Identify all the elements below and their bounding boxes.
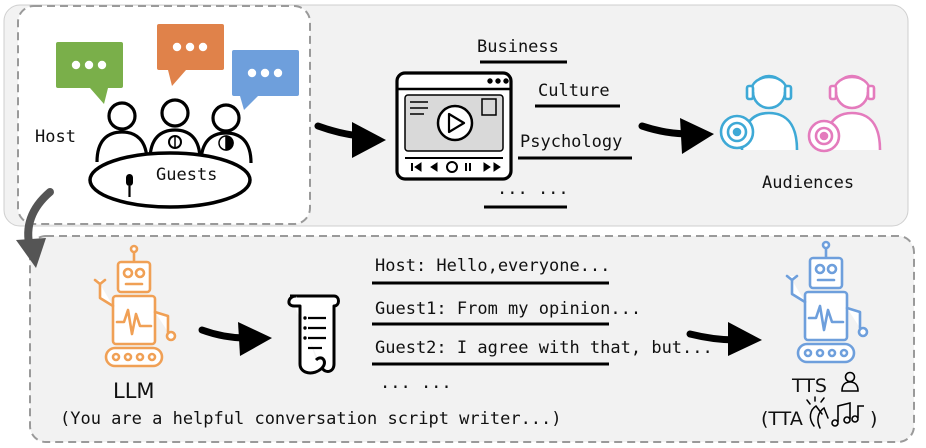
arrow-to-video	[314, 122, 386, 158]
script-line-host: Host: Hello,everyone...	[375, 256, 610, 276]
tta-label-close: )	[870, 408, 877, 430]
audience-blue-icon	[719, 74, 799, 151]
speech-bubble-icon	[56, 42, 123, 104]
speech-bubble-icon	[232, 50, 299, 110]
llm-label: LLM	[113, 379, 155, 403]
tta-label-open: (TTA	[761, 408, 803, 430]
llm-prompt: (You are a helpful conversation script w…	[60, 409, 562, 429]
music-note-icon	[831, 401, 864, 427]
person-icon	[841, 371, 859, 392]
clapping-hands-icon	[806, 396, 829, 429]
arrow-to-tts	[686, 322, 762, 356]
script-scroll-icon	[287, 294, 340, 375]
tts-robot-icon	[785, 240, 869, 364]
host-label: Host	[35, 127, 76, 147]
video-player-icon	[395, 71, 513, 181]
script-line-guest1: Guest1: From my opinion...	[375, 299, 641, 319]
topic-culture: Culture	[538, 81, 610, 101]
topic-psychology: Psychology	[520, 132, 622, 152]
microphone-icon	[126, 174, 133, 197]
arrow-to-audiences	[638, 118, 714, 154]
arrow-to-script	[198, 322, 272, 356]
arrow-down-to-llm	[16, 188, 54, 268]
tts-label: TTS	[791, 375, 827, 397]
topic-ellipsis: ... ...	[497, 179, 569, 199]
audiences-label: Audiences	[762, 173, 854, 193]
bottom-panel-box	[29, 235, 915, 443]
llm-robot-icon	[93, 244, 177, 368]
script-line-ellipsis: ... ...	[380, 373, 452, 393]
guests-label: Guests	[156, 165, 217, 185]
audience-pink-icon	[807, 74, 882, 153]
script-line-guest2: Guest2: I agree with that, but...	[375, 338, 713, 358]
topic-business: Business	[477, 37, 559, 57]
speech-bubble-icon	[157, 24, 224, 86]
